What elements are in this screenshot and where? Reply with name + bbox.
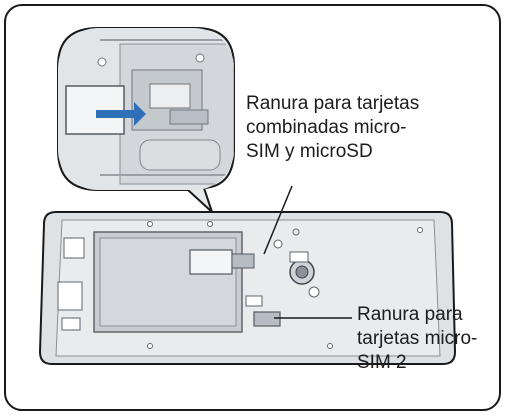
combo-slot-callout: Ranura para tarjetas combinadas micro- S… xyxy=(246,93,420,162)
zoom-inset xyxy=(57,27,235,216)
combo-slot-leader xyxy=(263,185,293,255)
phone-body xyxy=(38,211,457,365)
insert-arrow-icon xyxy=(96,102,146,126)
sim2-slot-callout: Ranura para tarjetas micro- SIM 2 xyxy=(357,304,478,373)
